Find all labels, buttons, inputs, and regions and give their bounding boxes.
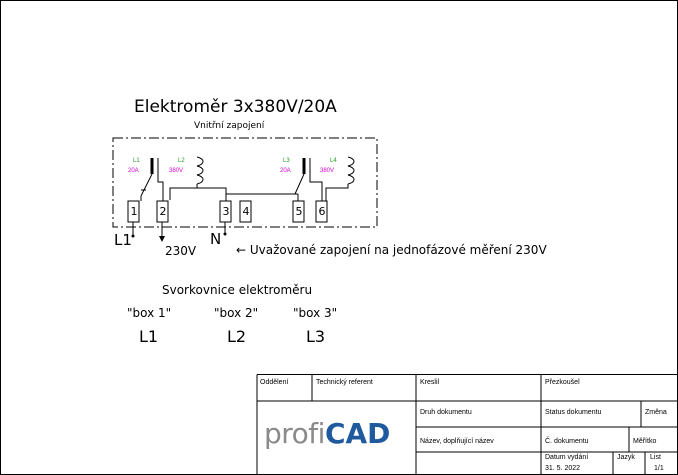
tb-list: List [650,454,661,461]
terminal-3: 3 [222,205,230,218]
box-2-phase: L2 [227,327,247,346]
box-2-name: "box 2" [214,306,259,320]
tb-prezkousel: Přezkoušel [545,379,580,386]
tb-zmena: Změna [645,409,667,416]
terminal-4: 4 [242,205,250,218]
label-l2: L2 [178,158,185,164]
tb-c-dokumentu: Č. dokumentu [545,438,589,445]
tb-technicky-referent: Technický referent [316,379,373,386]
tb-druh-dokumentu: Druh dokumentu [420,409,472,416]
l2-voltage-coil [196,156,204,185]
proficad-logo: profiCAD [264,420,390,448]
logo-profi: profi [264,417,325,450]
box-1-name: "box 1" [127,306,172,320]
l4-voltage-coil [347,156,355,185]
terminal-5-box [292,200,305,223]
arrow-230v [159,236,165,242]
terminal-1: 1 [130,205,138,218]
tb-nazev: Název, doplňující název [420,438,494,445]
tb-oddeleni: Oddělení [260,379,289,386]
tb-datum-value: 31. 5. 2022 [545,465,581,472]
label-n: N [210,230,222,248]
label-l1-current: 20A [128,168,139,174]
terminals-heading: Svorkovnice elektroměru [162,283,313,297]
label-l2-voltage: 380V [169,168,184,174]
terminal-4-box [239,200,252,223]
tb-list-value: 1/1 [654,465,664,472]
terminal-2: 2 [159,205,167,218]
label-l4: L4 [330,158,337,164]
logo-cad: CAD [324,417,391,450]
terminal-6: 6 [318,205,326,218]
meter-title: Elektroměr 3x380V/20A [134,97,337,117]
label-l3: L3 [283,158,290,164]
meter-outline [112,137,378,228]
label-l1-input: L1 [114,231,132,249]
l1-out-lead [157,158,164,201]
tb-meritko: Měřítko [633,438,657,445]
label-l4-voltage: 380V [320,168,335,174]
terminal-5: 5 [295,205,303,218]
box-1-phase: L1 [139,327,159,346]
tb-datum-vydani: Datum vydání [545,454,589,461]
box-3-phase: L3 [306,327,326,346]
l1-coil-lead [140,173,153,197]
terminal-6-box [315,200,328,223]
meter-subtitle: Vnitřní zapojení [194,121,265,131]
label-l3-current: 20A [280,168,291,174]
tb-status-dokumentu: Status dokumentu [545,409,602,416]
label-l1: L1 [133,158,140,164]
box-3-name: "box 3" [293,306,338,320]
tb-jazyk: Jazyk [617,454,635,461]
single-phase-note: ← Uvažované zapojení na jednofázové měře… [236,243,547,257]
label-230v: 230V [165,244,197,258]
tb-kreslil: Kreslil [420,379,440,386]
